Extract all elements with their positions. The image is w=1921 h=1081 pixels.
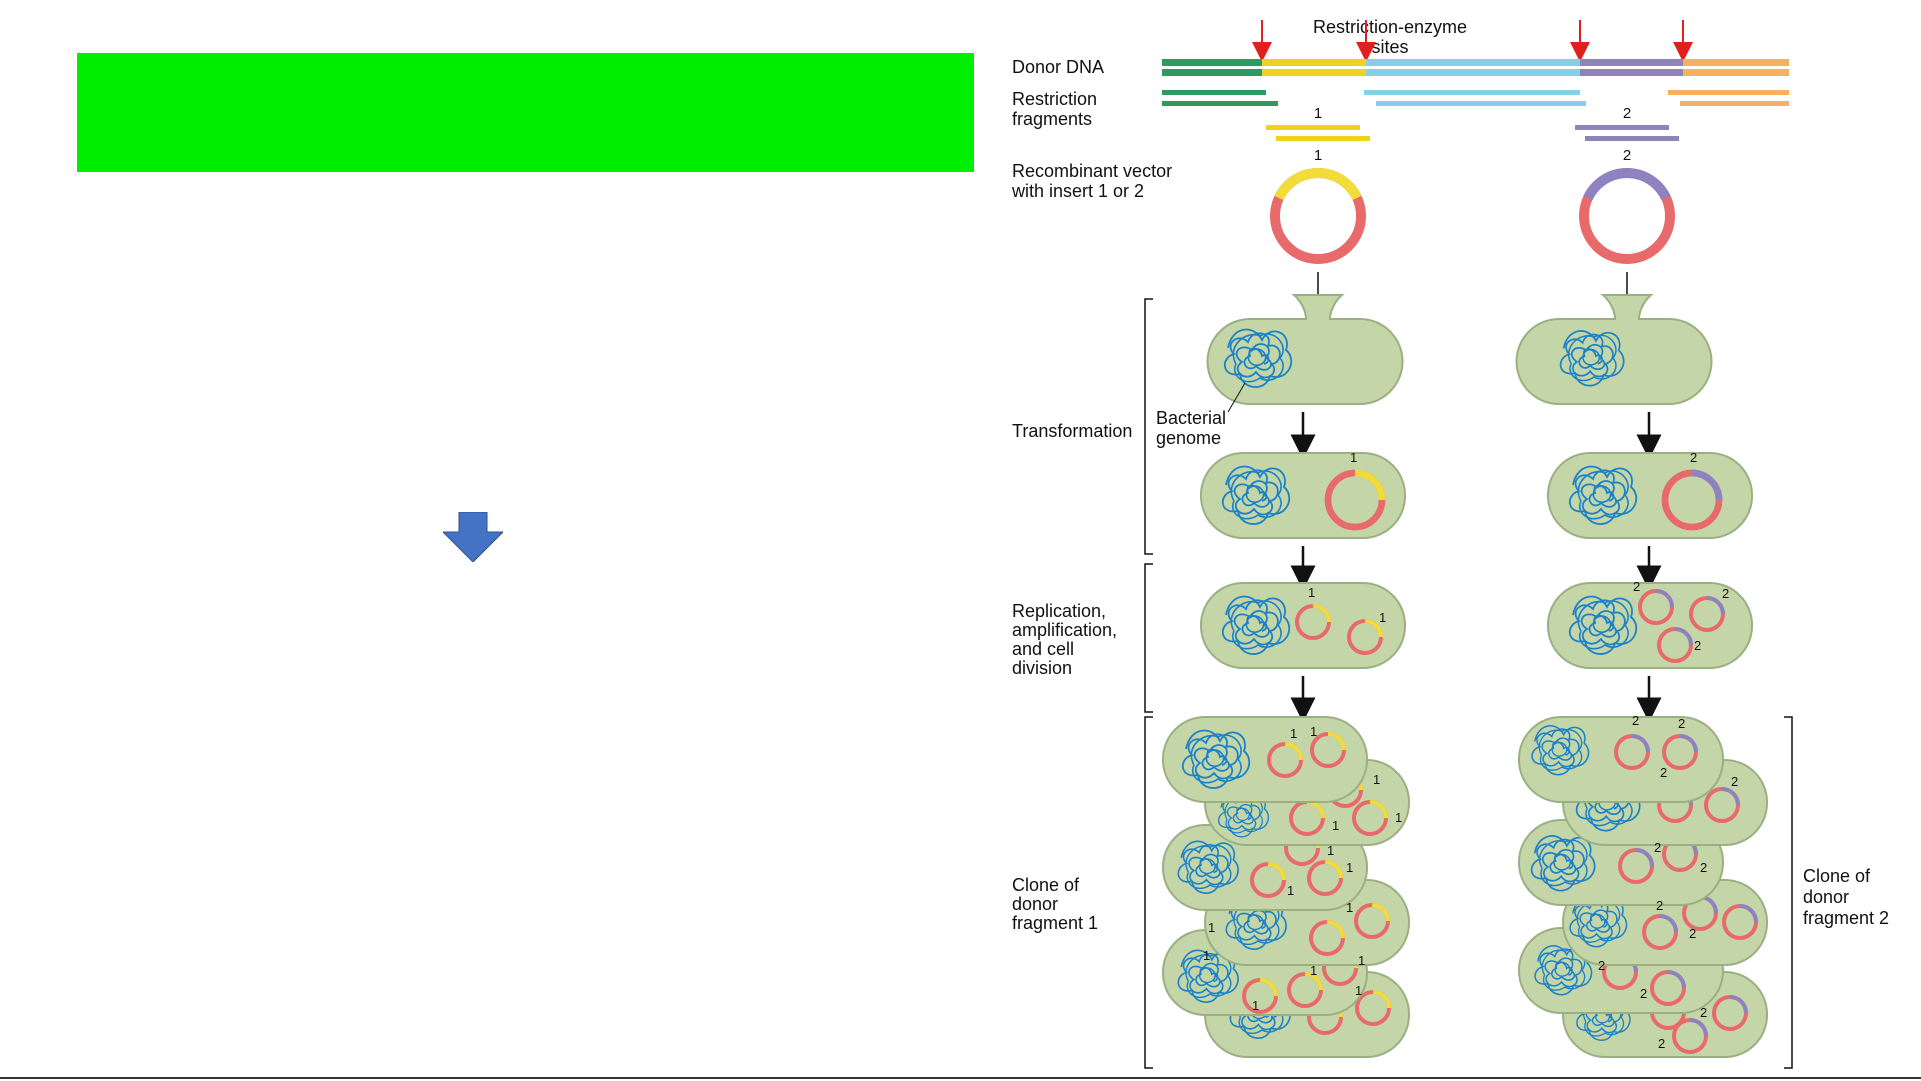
replication-label-2: amplification, <box>1012 620 1117 640</box>
plasmid-number: 1 <box>1379 610 1386 625</box>
plasmid-number: 1 <box>1208 920 1215 935</box>
bacterial-cell: 1 1 <box>1200 582 1406 669</box>
plasmid-number: 1 <box>1252 998 1259 1013</box>
footer-rule <box>0 1077 1921 1079</box>
plasmid-number: 2 <box>1678 716 1685 731</box>
bacterial-genome-label: Bacterial <box>1156 408 1226 428</box>
bacterial-cell: 2 2 2 <box>1547 579 1753 669</box>
plasmid-number: 2 <box>1658 1036 1665 1051</box>
plasmid-number: 1 <box>1310 963 1317 978</box>
transformation-label: Transformation <box>1012 421 1132 441</box>
clone-1-label-3: fragment 1 <box>1012 913 1098 933</box>
fragment-1-number: 1 <box>1314 105 1322 122</box>
replication-label-4: division <box>1012 658 1072 678</box>
plasmid-number: 2 <box>1640 986 1647 1001</box>
plasmid-number: 2 <box>1700 860 1707 875</box>
restriction-fragments-label-2: fragments <box>1012 109 1092 129</box>
plasmid-number: 2 <box>1633 579 1640 594</box>
recombinant-vector-label: Recombinant vector <box>1012 161 1172 181</box>
plasmid-number: 1 <box>1346 860 1353 875</box>
plasmid-number: 1 <box>1395 810 1402 825</box>
plasmid-number: 2 <box>1731 774 1738 789</box>
enzyme-site-arrows <box>1252 20 1693 62</box>
plasmid-number: 2 <box>1722 586 1729 601</box>
plasmid-number: 1 <box>1346 900 1353 915</box>
plasmid-number: 2 <box>1654 840 1661 855</box>
plasmid-number: 1 <box>1373 772 1380 787</box>
bacterial-cell: 2 <box>1547 450 1753 539</box>
plasmid-number: 1 <box>1332 818 1339 833</box>
recombinant-vector-label-2: with insert 1 or 2 <box>1011 181 1144 201</box>
recombinant-vector-1 <box>1270 168 1366 264</box>
restriction-fragments <box>1162 90 1789 141</box>
plasmid-number: 1 <box>1355 983 1362 998</box>
plasmid-number: 1 <box>1308 585 1315 600</box>
bacterial-genome-label-2: genome <box>1156 428 1221 448</box>
clone-2-label-2: donor <box>1803 887 1849 907</box>
enzyme-sites-label: Restriction-enzyme <box>1313 17 1467 37</box>
plasmid-number: 1 <box>1287 883 1294 898</box>
bacterial-cell <box>1515 294 1713 405</box>
clone-1-label-2: donor <box>1012 894 1058 914</box>
bacterial-cell: 1 <box>1200 450 1406 539</box>
plasmid-number: 2 <box>1656 898 1663 913</box>
clone-2-label: Clone of <box>1803 866 1871 886</box>
donor-dna-label: Donor DNA <box>1012 57 1104 77</box>
plasmid-number: 2 <box>1689 926 1696 941</box>
plasmid-number: 1 <box>1203 948 1210 963</box>
replication-label-3: and cell <box>1012 639 1074 659</box>
replication-label: Replication, <box>1012 601 1106 621</box>
donor-dna-strand <box>1162 59 1789 76</box>
clone-1-label: Clone of <box>1012 875 1080 895</box>
plasmid-number: 2 <box>1694 638 1701 653</box>
vector-1-number: 1 <box>1314 147 1322 164</box>
clone-2-label-3: fragment 2 <box>1803 908 1889 928</box>
fragment-2-number: 2 <box>1623 105 1631 122</box>
recombinant-vector-2 <box>1579 168 1675 264</box>
plasmid-number: 1 <box>1327 843 1334 858</box>
plasmid-number: 1 <box>1358 953 1365 968</box>
clone-2-cells: 2 2 2 2 2 2 2 2 2 2 2 2 <box>1518 713 1768 1058</box>
genome-pointer-line <box>1227 382 1246 413</box>
restriction-fragments-label: Restriction <box>1012 89 1097 109</box>
plasmid-number: 2 <box>1690 450 1697 465</box>
plasmid-number: 1 <box>1290 726 1297 741</box>
plasmid-number: 1 <box>1310 724 1317 739</box>
vector-2-number: 2 <box>1623 147 1631 164</box>
title-banner <box>77 53 974 172</box>
enzyme-sites-label-2: sites <box>1371 37 1408 57</box>
blue-down-arrow-icon <box>443 512 503 562</box>
bacterial-cell <box>1206 294 1404 405</box>
stage-brackets <box>1144 298 1793 1069</box>
plasmid-number: 2 <box>1598 958 1605 973</box>
plasmid-number: 1 <box>1350 450 1357 465</box>
plasmid-number: 2 <box>1660 765 1667 780</box>
plasmid-number: 2 <box>1700 1005 1707 1020</box>
clone-1-cells: 1 1 1 1 1 1 1 1 1 1 1 1 1 1 1 <box>1162 716 1410 1058</box>
plasmid-number: 2 <box>1632 713 1639 728</box>
